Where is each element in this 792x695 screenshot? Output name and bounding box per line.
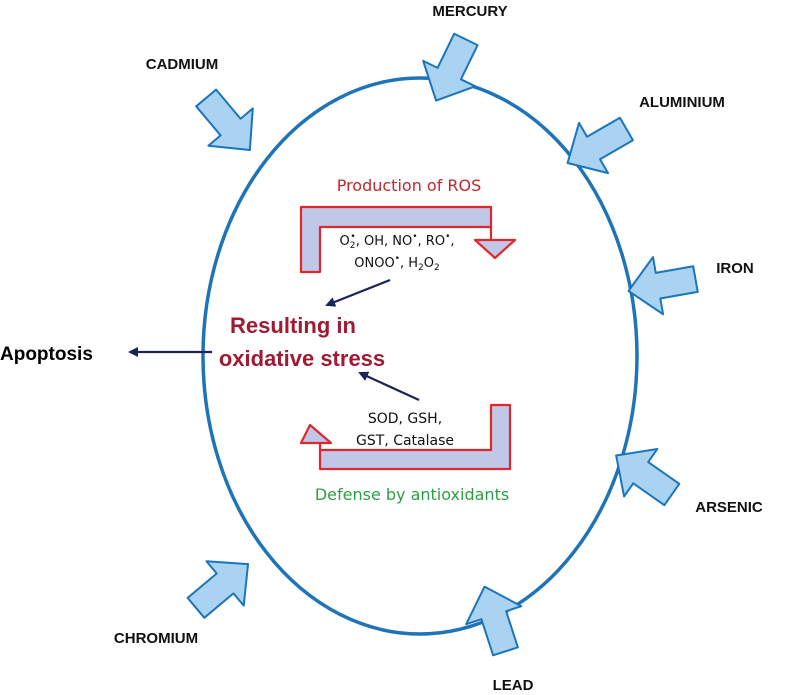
mercury-arrow xyxy=(422,32,479,102)
chromium-label: CHROMIUM xyxy=(114,630,198,647)
antioxidant-enzymes-line2: GST, Catalase xyxy=(356,433,454,449)
ros-species-line2: ONOO•, H2O2 xyxy=(354,254,439,273)
cell-outline xyxy=(201,76,639,636)
cadmium-arrow xyxy=(195,88,254,152)
iron-arrow xyxy=(627,256,699,316)
result-line2: oxidative stress xyxy=(219,346,385,371)
ros-species-line1: O2•, OH, NO•, RO•, xyxy=(339,232,454,251)
chromium-arrow xyxy=(186,560,250,619)
mercury-label: MERCURY xyxy=(432,3,507,20)
aluminium-label: ALUMINIUM xyxy=(639,94,725,111)
apoptosis-label: Apoptosis xyxy=(0,344,93,365)
lead-label: LEAD xyxy=(493,677,534,694)
result-line1: Resulting in xyxy=(230,313,356,338)
arsenic-label: ARSENIC xyxy=(695,499,763,516)
arsenic-arrow xyxy=(615,447,681,507)
ros-production-title: Production of ROS xyxy=(337,176,482,195)
aluminium-arrow xyxy=(566,116,634,175)
lead-arrow xyxy=(465,585,523,657)
iron-label: IRON xyxy=(716,260,754,277)
cadmium-label: CADMIUM xyxy=(146,56,219,73)
antioxidant-to-stress-arrow xyxy=(358,371,420,402)
ros-to-stress-arrow xyxy=(325,278,391,307)
antioxidant-defense-title: Defense by antioxidants xyxy=(315,485,509,504)
ros-cycle-arrow xyxy=(299,205,517,274)
defense-cycle-arrow xyxy=(299,403,512,471)
antioxidant-enzymes-line1: SOD, GSH, xyxy=(368,411,442,427)
